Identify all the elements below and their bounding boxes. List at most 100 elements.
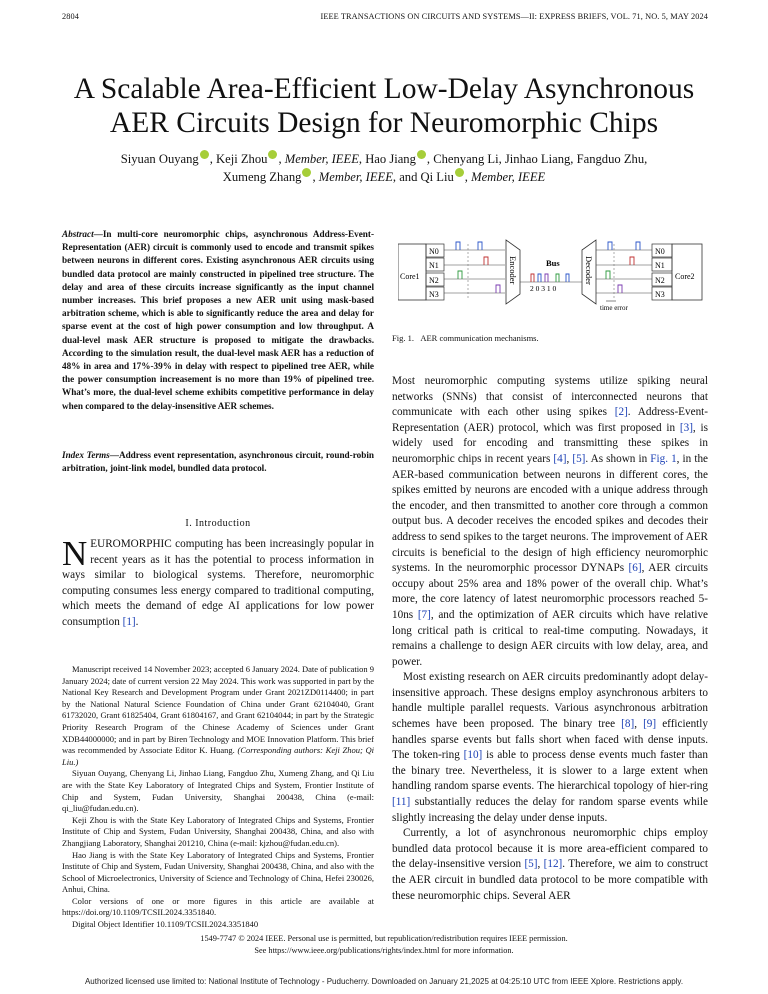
footnote-color: Color versions of one or more figures in… bbox=[62, 895, 374, 918]
author-name[interactable]: Keji Zhou bbox=[216, 152, 268, 166]
figure-link[interactable]: Fig. 1 bbox=[650, 452, 677, 465]
core2-label: Core2 bbox=[675, 272, 695, 281]
orcid-icon[interactable] bbox=[416, 150, 426, 159]
right-spikes bbox=[605, 241, 641, 293]
bus-addresses: 2 0 3 1 0 bbox=[530, 284, 557, 293]
left-spike-lines bbox=[444, 249, 505, 294]
intro-text: EUROMORPHIC computing has been increasin… bbox=[62, 538, 374, 628]
footnote-manuscript: Manuscript received 14 November 2023; ac… bbox=[62, 664, 374, 768]
neuron-label: N1 bbox=[655, 261, 665, 270]
copyright-footer: 1549-7747 © 2024 IEEE. Personal use is p… bbox=[40, 933, 728, 956]
neuron-label: N2 bbox=[655, 276, 665, 285]
bus-label: Bus bbox=[546, 258, 560, 268]
orcid-icon[interactable] bbox=[454, 168, 464, 177]
left-neuron-box bbox=[425, 257, 445, 272]
citation-link[interactable]: [5] bbox=[572, 452, 586, 465]
author-list: Siyuan Ouyang, Keji Zhou, Member, IEEE, … bbox=[120, 150, 648, 184]
citation-link[interactable]: [3] bbox=[679, 421, 693, 434]
intro-end: . bbox=[135, 615, 139, 628]
author-role: Member, IEEE bbox=[471, 170, 546, 184]
spike bbox=[457, 270, 463, 279]
footnotes: Manuscript received 14 November 2023; ac… bbox=[62, 664, 374, 931]
footnote-text: Manuscript received 14 November 2023; ac… bbox=[62, 664, 374, 756]
left-neuron-box bbox=[425, 286, 445, 301]
orcid-icon[interactable] bbox=[302, 168, 312, 177]
right-spike-lines bbox=[596, 249, 652, 294]
abstract-label: Abstract bbox=[62, 229, 94, 239]
spike bbox=[495, 284, 501, 293]
index-terms-label: Index Terms bbox=[62, 450, 110, 460]
core2-box bbox=[671, 243, 703, 301]
body-paragraph: Currently, a lot of asynchronous neuromo… bbox=[392, 827, 708, 902]
decoder-block bbox=[581, 239, 597, 305]
right-column-body: Most neuromorphic computing systems util… bbox=[392, 374, 708, 904]
neuron-label: N1 bbox=[429, 261, 439, 270]
spike bbox=[477, 241, 483, 250]
index-terms: Index Terms—Address event representation… bbox=[62, 449, 374, 475]
author-name[interactable]: , and Qi Liu bbox=[392, 170, 454, 184]
page-number: 2804 bbox=[62, 12, 79, 21]
footnote-affiliation: Siyuan Ouyang, Chenyang Li, Jinhao Liang… bbox=[62, 768, 374, 814]
spike bbox=[455, 241, 461, 250]
license-notice: Authorized licensed use limited to: Nati… bbox=[84, 977, 684, 986]
paper-title: A Scalable Area-Efficient Low-Delay Asyn… bbox=[40, 72, 728, 140]
decoder-label: Decoder bbox=[584, 256, 594, 285]
citation-link[interactable]: [6] bbox=[628, 562, 642, 575]
citation-link[interactable]: [2] bbox=[614, 406, 628, 419]
core1-box bbox=[398, 243, 427, 301]
author-name[interactable]: Siyuan Ouyang bbox=[120, 152, 199, 166]
copyright-line: 1549-7747 © 2024 IEEE. Personal use is p… bbox=[200, 934, 568, 943]
left-neuron-box bbox=[425, 272, 445, 287]
author-role: Member, IEEE bbox=[318, 170, 393, 184]
author-role: Member, IEEE bbox=[284, 152, 359, 166]
body-paragraph: Most neuromorphic computing systems util… bbox=[392, 375, 709, 668]
citation-link[interactable]: [12] bbox=[543, 858, 563, 871]
encoder-label: Encoder bbox=[508, 256, 518, 284]
time-error-label: time error bbox=[600, 304, 628, 312]
citation-link[interactable]: [8] bbox=[621, 718, 635, 731]
citation-link[interactable]: [5] bbox=[524, 858, 538, 871]
author-name[interactable]: Hao Jiang bbox=[365, 152, 416, 166]
citation-link[interactable]: [11] bbox=[392, 796, 411, 809]
left-spikes bbox=[455, 241, 501, 293]
citation-link[interactable]: [4] bbox=[553, 452, 567, 465]
footnote-doi: Digital Object Identifier 10.1109/TCSII.… bbox=[72, 919, 259, 930]
encoder-block bbox=[505, 239, 521, 305]
neuron-label: N3 bbox=[429, 290, 439, 299]
abstract: Abstract—In multi-core neuromorphic chip… bbox=[62, 228, 374, 413]
citation-link[interactable]: [10] bbox=[463, 749, 483, 762]
drop-cap: N bbox=[62, 534, 88, 573]
author-name[interactable]: Chenyang Li, Jinhao Liang, Fangduo Zhu, bbox=[433, 152, 648, 166]
right-neurons: N0 N1 N2 N3 bbox=[651, 243, 673, 301]
left-neurons: N0 N1 N2 N3 bbox=[425, 243, 445, 301]
orcid-icon[interactable] bbox=[268, 150, 278, 159]
citation-link[interactable]: [1] bbox=[122, 615, 136, 628]
bus-spikes bbox=[530, 273, 570, 282]
index-terms-text: —Address event representation, asynchron… bbox=[62, 450, 374, 474]
rights-link[interactable]: See https://www.ieee.org/publications/ri… bbox=[254, 945, 514, 955]
neuron-label: N3 bbox=[655, 290, 665, 299]
citation-link[interactable]: [7] bbox=[417, 608, 431, 621]
title-line-1: A Scalable Area-Efficient Low-Delay Asyn… bbox=[73, 73, 695, 105]
core1-label: Core1 bbox=[400, 272, 420, 281]
section-heading: I. Introduction bbox=[185, 518, 251, 529]
citation-link[interactable]: [9] bbox=[643, 718, 657, 731]
corresponding-authors: (Corresponding authors: Keji Zhou; Qi Li… bbox=[62, 745, 374, 767]
footnote-affiliation: Hao Jiang is with the State Key Laborato… bbox=[62, 849, 374, 895]
caption-label: Fig. 1. bbox=[392, 333, 414, 343]
neuron-label: N0 bbox=[429, 247, 439, 256]
figure-1-diagram: Core1 N0 N1 N2 N3 Encoder Bus 2 0 3 1 0 … bbox=[398, 239, 703, 312]
neuron-label: N0 bbox=[655, 247, 665, 256]
author-name[interactable]: Xumeng Zhang bbox=[222, 170, 302, 184]
figure-1-caption: Fig. 1. AER communication mechanisms. bbox=[392, 333, 708, 343]
body-paragraph: Most existing research on AER circuits p… bbox=[392, 671, 708, 824]
orcid-icon[interactable] bbox=[199, 150, 209, 159]
journal-header: IEEE TRANSACTIONS ON CIRCUITS AND SYSTEM… bbox=[320, 12, 708, 21]
footnote-affiliation: Keji Zhou is with the State Key Laborato… bbox=[62, 814, 374, 848]
abstract-text: —In multi-core neuromorphic chips, async… bbox=[62, 229, 374, 411]
caption-text: AER communication mechanisms. bbox=[420, 333, 539, 343]
title-line-2: AER Circuits Design for Neuromorphic Chi… bbox=[109, 107, 659, 139]
left-neuron-box bbox=[425, 243, 445, 258]
neuron-label: N2 bbox=[429, 276, 439, 285]
